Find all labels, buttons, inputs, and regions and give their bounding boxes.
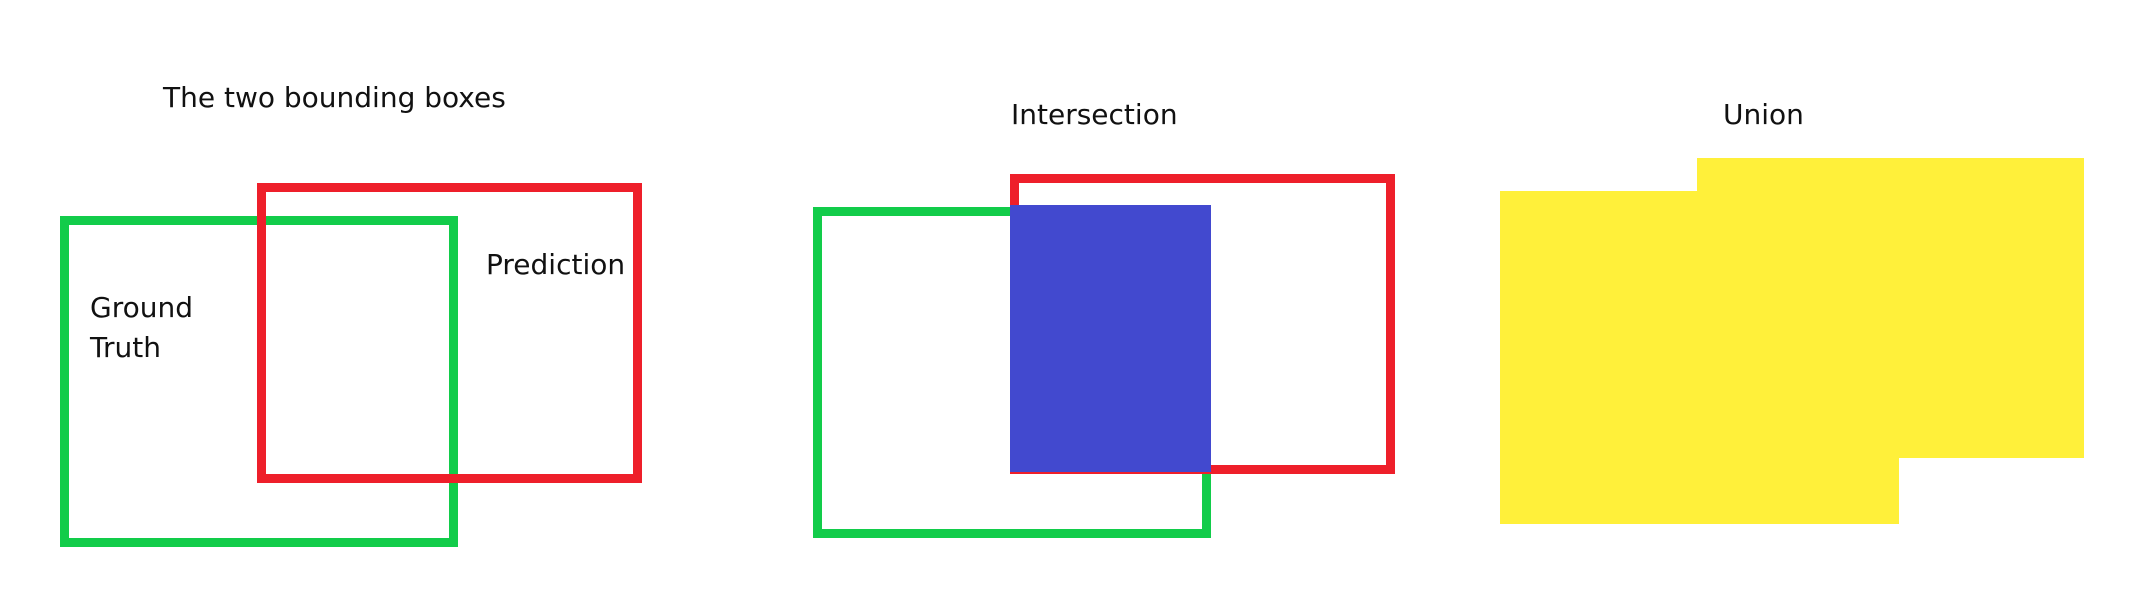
panel-title-union: Union [1723, 98, 1804, 131]
prediction-label: Prediction [486, 248, 626, 281]
ground-truth-label-line1: Ground [90, 291, 193, 324]
union-prediction-area [1697, 158, 2084, 458]
panel-title-two-boxes: The two bounding boxes [163, 81, 506, 114]
intersection-area [1010, 205, 1211, 472]
ground-truth-label-line2: Truth [90, 331, 161, 364]
panel-title-intersection: Intersection [1011, 98, 1178, 131]
prediction-box [257, 183, 642, 483]
